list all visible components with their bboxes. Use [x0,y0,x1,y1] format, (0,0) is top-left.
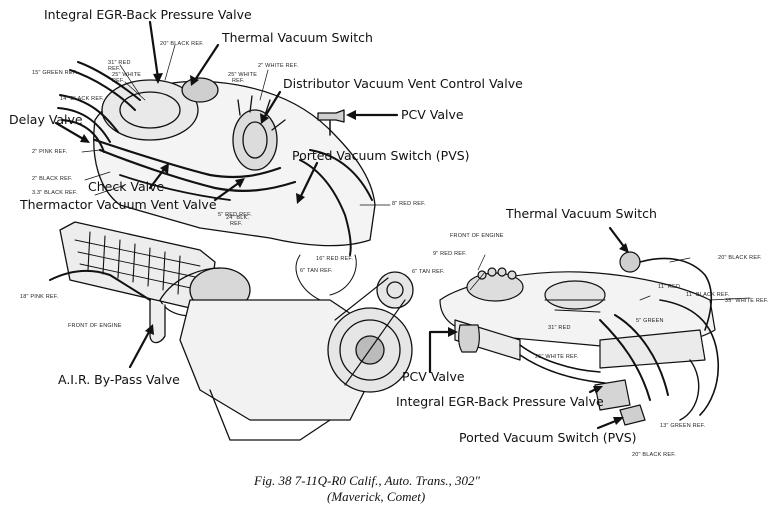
hose-label: 9" RED REF. [433,251,467,257]
callout-thermal-switch-right: Thermal Vacuum Switch [506,206,657,221]
callout-check-valve: Check Valve [88,179,165,194]
hose-label: 35" WHITE REF. [725,298,769,304]
callout-distributor-valve: Distributor Vacuum Vent Control Valve [283,76,523,91]
hose-label: 18" PINK REF. [20,294,59,300]
hose-label: 5" RED REF. [218,212,252,218]
callout-egr-valve-right: Integral EGR-Back Pressure Valve [396,394,604,409]
callout-egr-valve-left: Integral EGR-Back Pressure Valve [44,7,252,22]
hose-label: 5" GREEN [636,318,664,324]
right-engine-drawing [439,251,720,426]
hose-label: 24" BLK. [226,215,250,221]
hose-label: FRONT OF ENGINE [68,323,122,329]
hose-label: 20" BLACK REF. [632,452,676,458]
hose-leaders [81,44,751,301]
hose-label: 6" TAN REF. [412,269,445,275]
hose-label: 13" GREEN REF. [660,423,706,429]
hose-label: REF. [230,221,243,227]
hose-label: 3.3" BLACK REF. [32,190,78,196]
hose-label: 2" PINK REF. [32,149,68,155]
left-engine-drawing [49,61,414,441]
callout-pcv-valve-left: PCV Valve [401,107,464,122]
hose-label: 2" BLACK REF. [32,176,73,182]
hose-label: 31" RED [108,60,131,66]
hose-label: 31" RED [548,325,571,331]
hose-label: 11" RED [658,284,681,290]
hose-label: REF. [108,66,121,72]
callout-delay-valve: Delay Valve [9,112,83,127]
hose-label: 16" RED REF. [316,256,354,262]
callout-thermactor-valve: Thermactor Vacuum Vent Valve [20,197,217,212]
hose-label: 25" WHITE [228,72,258,78]
figure-caption-subtitle: (Maverick, Comet) [327,489,426,504]
hose-label: 25" WHITE [112,72,142,78]
hose-label: 20" BLACK REF. [160,41,204,47]
hose-label: 14" BLACK REF. [60,96,104,102]
hose-label: 6" TAN REF. [300,268,333,274]
callout-air-bypass-valve: A.I.R. By-Pass Valve [58,372,180,387]
hose-label: 20" BLACK REF. [718,255,762,261]
callout-thermal-switch-left: Thermal Vacuum Switch [222,30,373,45]
hose-label: FRONT OF ENGINE [450,233,504,239]
hose-label: 15" GREEN REF. [32,70,78,76]
hose-label: 8" RED REF. [392,201,426,207]
callout-ported-switch-left: Ported Vacuum Switch (PVS) [292,148,470,163]
callout-ported-switch-right: Ported Vacuum Switch (PVS) [459,430,637,445]
hose-label: 25" WHITE REF. [535,354,579,360]
figure-caption: Fig. 38 7-11Q-R0 Calif., Auto. Trans., 3… [254,473,480,488]
callout-pcv-valve-right: PCV Valve [402,369,465,384]
callout-arrows [54,20,629,430]
hose-label: 2" WHITE REF. [258,63,299,69]
hose-label: REF. [112,78,125,84]
hose-label: 11" BLACK REF. [686,292,730,298]
hose-label: REF. [232,78,245,84]
